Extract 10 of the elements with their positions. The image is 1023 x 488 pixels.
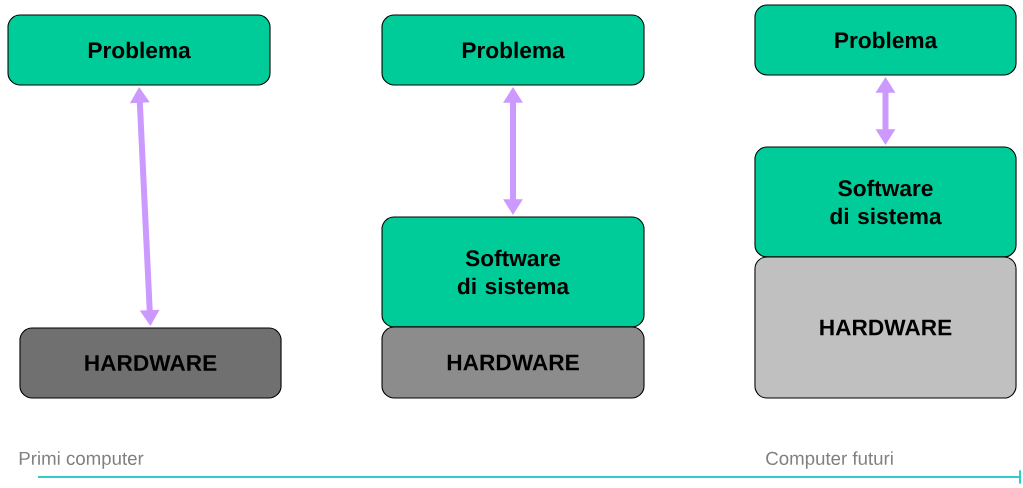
timeline-label: Computer futuri xyxy=(766,451,893,469)
timeline-label: Primi computer xyxy=(19,451,144,469)
software-box: Software di sistema xyxy=(754,146,1017,258)
problem-box: Problema xyxy=(754,4,1017,76)
hardware-box: HARDWARE xyxy=(754,256,1017,399)
software-box: Software di sistema xyxy=(381,216,645,328)
hardware-box: HARDWARE xyxy=(381,326,645,399)
hardware-box: HARDWARE xyxy=(19,327,282,399)
problem-box: Problema xyxy=(7,14,271,86)
problem-box: Problema xyxy=(381,14,645,86)
